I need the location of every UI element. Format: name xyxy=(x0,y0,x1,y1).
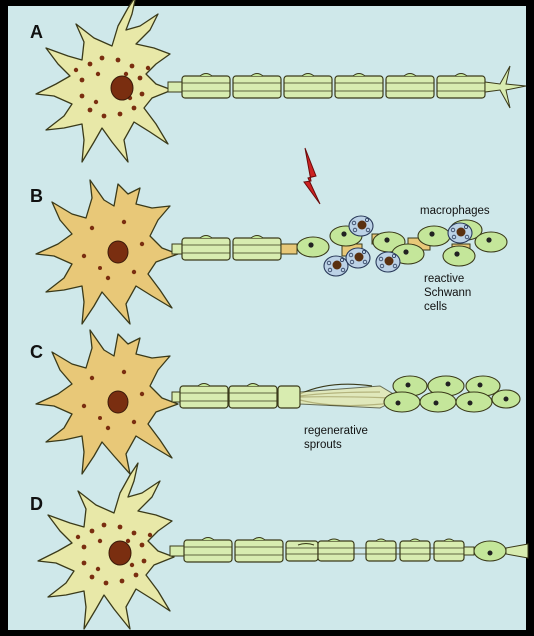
neuron-recovered xyxy=(38,463,174,629)
panel-label-d: D xyxy=(30,494,43,515)
neuron-intact xyxy=(36,0,172,162)
macrophages-label: macrophages xyxy=(420,204,490,218)
reactive-schwann-line-2: Schwann xyxy=(424,286,471,300)
panel-label-b: B xyxy=(30,186,43,207)
axon-proximal-stump xyxy=(172,236,297,261)
axon-remyelinated xyxy=(170,538,528,563)
regenerative-sprouts-label: regenerative sprouts xyxy=(304,424,368,452)
axon-intact xyxy=(168,66,526,108)
panel-label-a: A xyxy=(30,22,43,43)
axon-regenerating xyxy=(172,376,520,412)
neuron-regenerating xyxy=(36,330,178,474)
reactive-schwann-line-1: reactive xyxy=(424,272,471,286)
regenerative-sprouts-line-2: sprouts xyxy=(304,438,368,452)
regenerative-sprouts-line-1: regenerative xyxy=(304,424,368,438)
reactive-schwann-label: reactive Schwann cells xyxy=(424,272,471,314)
panel-label-c: C xyxy=(30,342,43,363)
neuron-injured xyxy=(36,180,178,324)
injury-lightning-icon xyxy=(304,148,320,204)
reactive-schwann-line-3: cells xyxy=(424,300,471,314)
